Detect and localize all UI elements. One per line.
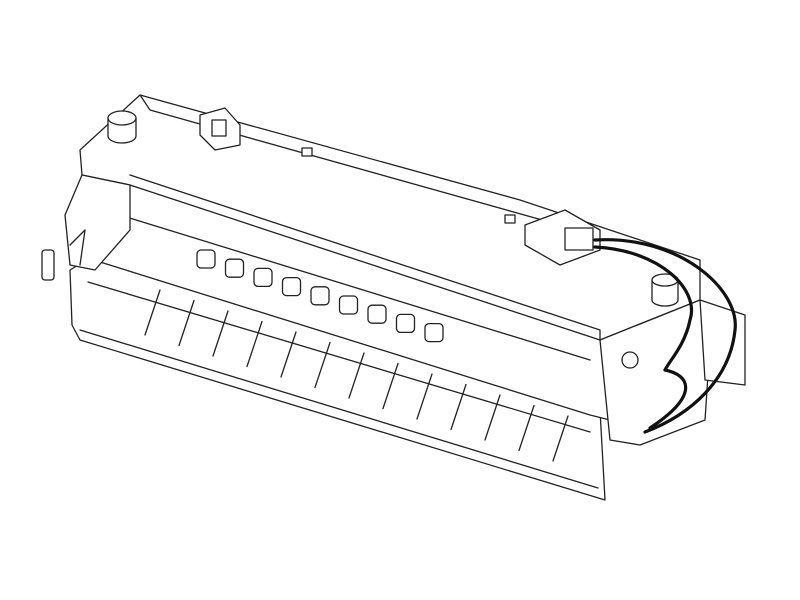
connector-right — [524, 209, 601, 266]
vent-slot — [196, 249, 216, 269]
connector-top — [199, 107, 241, 151]
roller-segment-line — [280, 331, 297, 378]
vent-slot — [310, 286, 330, 306]
vent-slot — [224, 258, 245, 278]
gear-knob — [41, 249, 55, 281]
vent-slot — [338, 295, 359, 315]
knob-right — [651, 273, 679, 307]
wire-harness — [593, 238, 737, 434]
roller-segment-line — [382, 362, 399, 410]
vent-slot — [253, 267, 273, 288]
roller-segment-line — [484, 394, 501, 441]
roller-segment-line — [144, 289, 161, 336]
roller-segment-line — [518, 404, 535, 452]
left-end-bracket — [41, 174, 131, 281]
roller-segment-line — [450, 383, 467, 431]
vent-slot — [367, 304, 387, 324]
roller-segment-line — [212, 310, 229, 357]
sensor — [301, 147, 313, 157]
roller-segment-line — [348, 352, 365, 399]
vent-slot — [395, 313, 416, 334]
vent-slot — [281, 276, 302, 297]
vent-slots — [196, 249, 444, 343]
roller-segment-line — [314, 341, 331, 389]
roller-segment-line — [552, 415, 569, 462]
knob-left — [107, 110, 137, 144]
roller-segment-line — [178, 299, 195, 347]
sensor — [504, 214, 516, 224]
roller-segment-line — [246, 320, 263, 368]
roller-segment-line — [416, 373, 433, 420]
vent-slot — [424, 322, 444, 343]
